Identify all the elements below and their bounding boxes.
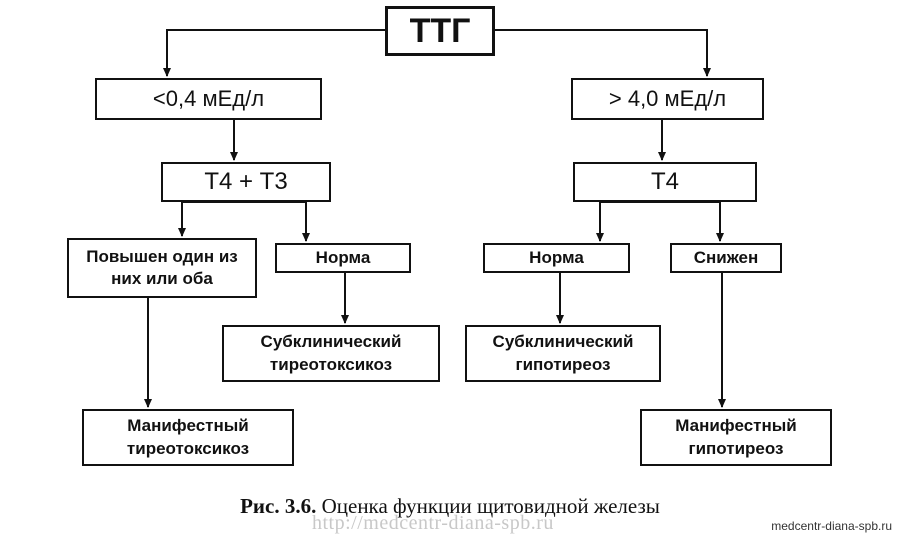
t4-t3-node: Т4 + Т3 bbox=[161, 162, 331, 202]
watermark-url: http://medcentr-diana-spb.ru bbox=[312, 512, 554, 534]
t4-node: Т4 bbox=[573, 162, 757, 202]
tsh-low-label: <0,4 мЕд/л bbox=[152, 85, 265, 111]
normal-right-label: Норма bbox=[529, 247, 584, 267]
tsh-high-node: > 4,0 мЕд/л bbox=[571, 78, 764, 120]
subclinical-hypothyroidism-label: Субклинический гипотиреоз bbox=[492, 332, 634, 374]
decreased-label: Снижен bbox=[693, 247, 759, 267]
tsh-node: ТТГ bbox=[385, 6, 495, 56]
arrow-t4t3-branch bbox=[181, 201, 307, 205]
elevated-node: Повышен один из них или оба bbox=[67, 238, 257, 298]
t4-label: Т4 bbox=[650, 168, 679, 196]
subclinical-hypothyroidism-node: Субклинический гипотиреоз bbox=[465, 325, 661, 382]
subclinical-thyrotoxicosis-label: Субклинический тиреотоксикоз bbox=[260, 332, 402, 374]
manifest-hypothyroidism-node: Манифестный гипотиреоз bbox=[640, 409, 832, 466]
normal-left-node: Норма bbox=[275, 243, 411, 273]
manifest-thyrotoxicosis-label: Манифестный тиреотоксикоз bbox=[126, 416, 250, 458]
manifest-hypothyroidism-label: Манифестный гипотиреоз bbox=[675, 416, 797, 458]
decreased-node: Снижен bbox=[670, 243, 782, 273]
normal-left-label: Норма bbox=[315, 247, 371, 267]
figure-title: Оценка функции щитовидной железы bbox=[321, 494, 660, 518]
subclinical-thyrotoxicosis-node: Субклинический тиреотоксикоз bbox=[222, 325, 440, 382]
tsh-label: ТТГ bbox=[409, 11, 471, 50]
elevated-label: Повышен один из них или оба bbox=[86, 246, 238, 288]
arrow-t4-branch bbox=[599, 201, 721, 205]
arrow-root-to-high bbox=[495, 29, 711, 77]
manifest-thyrotoxicosis-node: Манифестный тиреотоксикоз bbox=[82, 409, 294, 466]
arrow-root-to-low bbox=[163, 29, 385, 77]
tsh-low-node: <0,4 мЕд/л bbox=[95, 78, 322, 120]
figure-number: Рис. 3.6. bbox=[240, 494, 317, 518]
t4-t3-label: Т4 + Т3 bbox=[204, 168, 288, 196]
tsh-high-label: > 4,0 мЕд/л bbox=[608, 85, 727, 111]
figure-caption: Рис. 3.6. Оценка функции щитовидной желе… bbox=[0, 494, 900, 519]
watermark-site: medcentr-diana-spb.ru bbox=[771, 519, 892, 533]
normal-right-node: Норма bbox=[483, 243, 630, 273]
